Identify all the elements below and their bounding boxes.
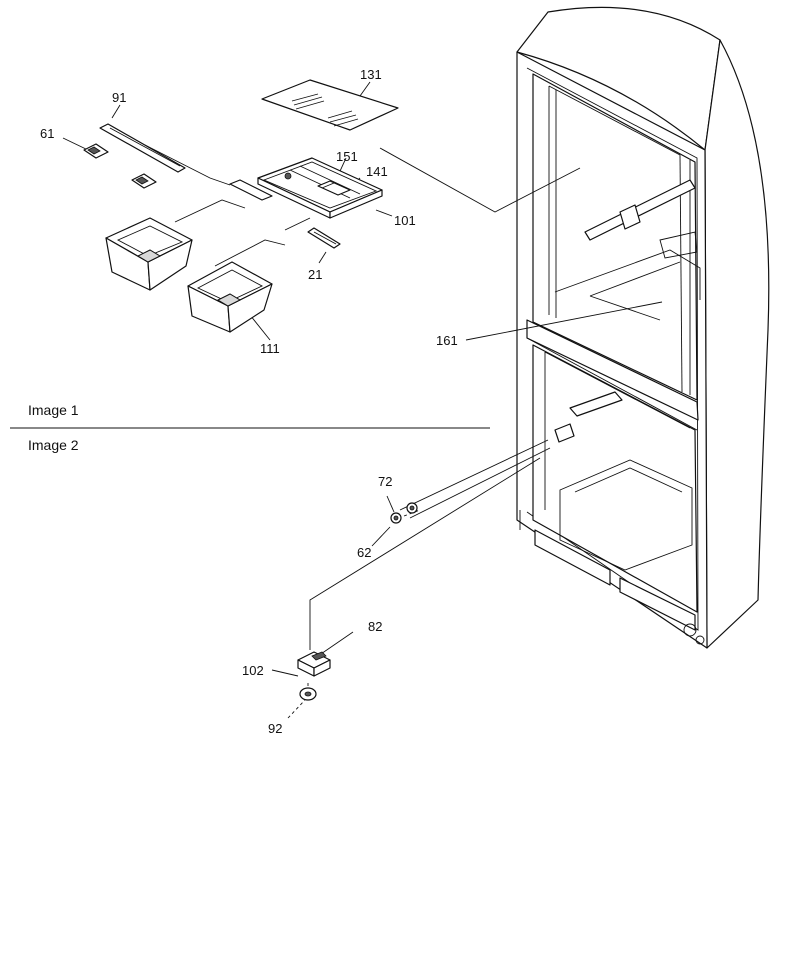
part-111-crisper-left — [105, 217, 193, 291]
callout-91: 91 — [112, 90, 126, 105]
part-151-141-inserts — [317, 180, 351, 196]
callout-141: 141 — [366, 164, 388, 179]
section-label-image2: Image 2 — [28, 437, 79, 453]
leader-lines-image2 — [271, 439, 551, 719]
refrigerator-cabinet — [516, 6, 770, 649]
part-91-rail — [99, 123, 186, 173]
part-61-slide — [83, 143, 157, 189]
callout-101: 101 — [394, 213, 416, 228]
part-101-shelf-frame — [229, 157, 383, 219]
callout-161: 161 — [436, 333, 458, 348]
callout-151: 151 — [336, 149, 358, 164]
part-111-crisper-right — [187, 261, 273, 333]
part-82-102-bracket — [297, 651, 331, 677]
callout-61: 61 — [40, 126, 54, 141]
callout-131: 131 — [360, 67, 382, 82]
leader-lines-image1 — [62, 81, 663, 341]
callout-72: 72 — [378, 474, 392, 489]
callout-92: 92 — [268, 721, 282, 736]
part-72-62-roller — [390, 502, 421, 524]
section-label-image1: Image 1 — [28, 402, 79, 418]
part-92-wheel — [299, 687, 317, 701]
callout-102: 102 — [242, 663, 264, 678]
callout-21: 21 — [308, 267, 322, 282]
callout-62: 62 — [357, 545, 371, 560]
callout-111: 111 — [260, 341, 280, 356]
callout-labels: 131 91 61 151 141 101 21 111 161 Image 1… — [28, 67, 458, 736]
part-21-rail — [307, 227, 341, 249]
callout-82: 82 — [368, 619, 382, 634]
part-131-glass-shelf — [261, 79, 399, 131]
